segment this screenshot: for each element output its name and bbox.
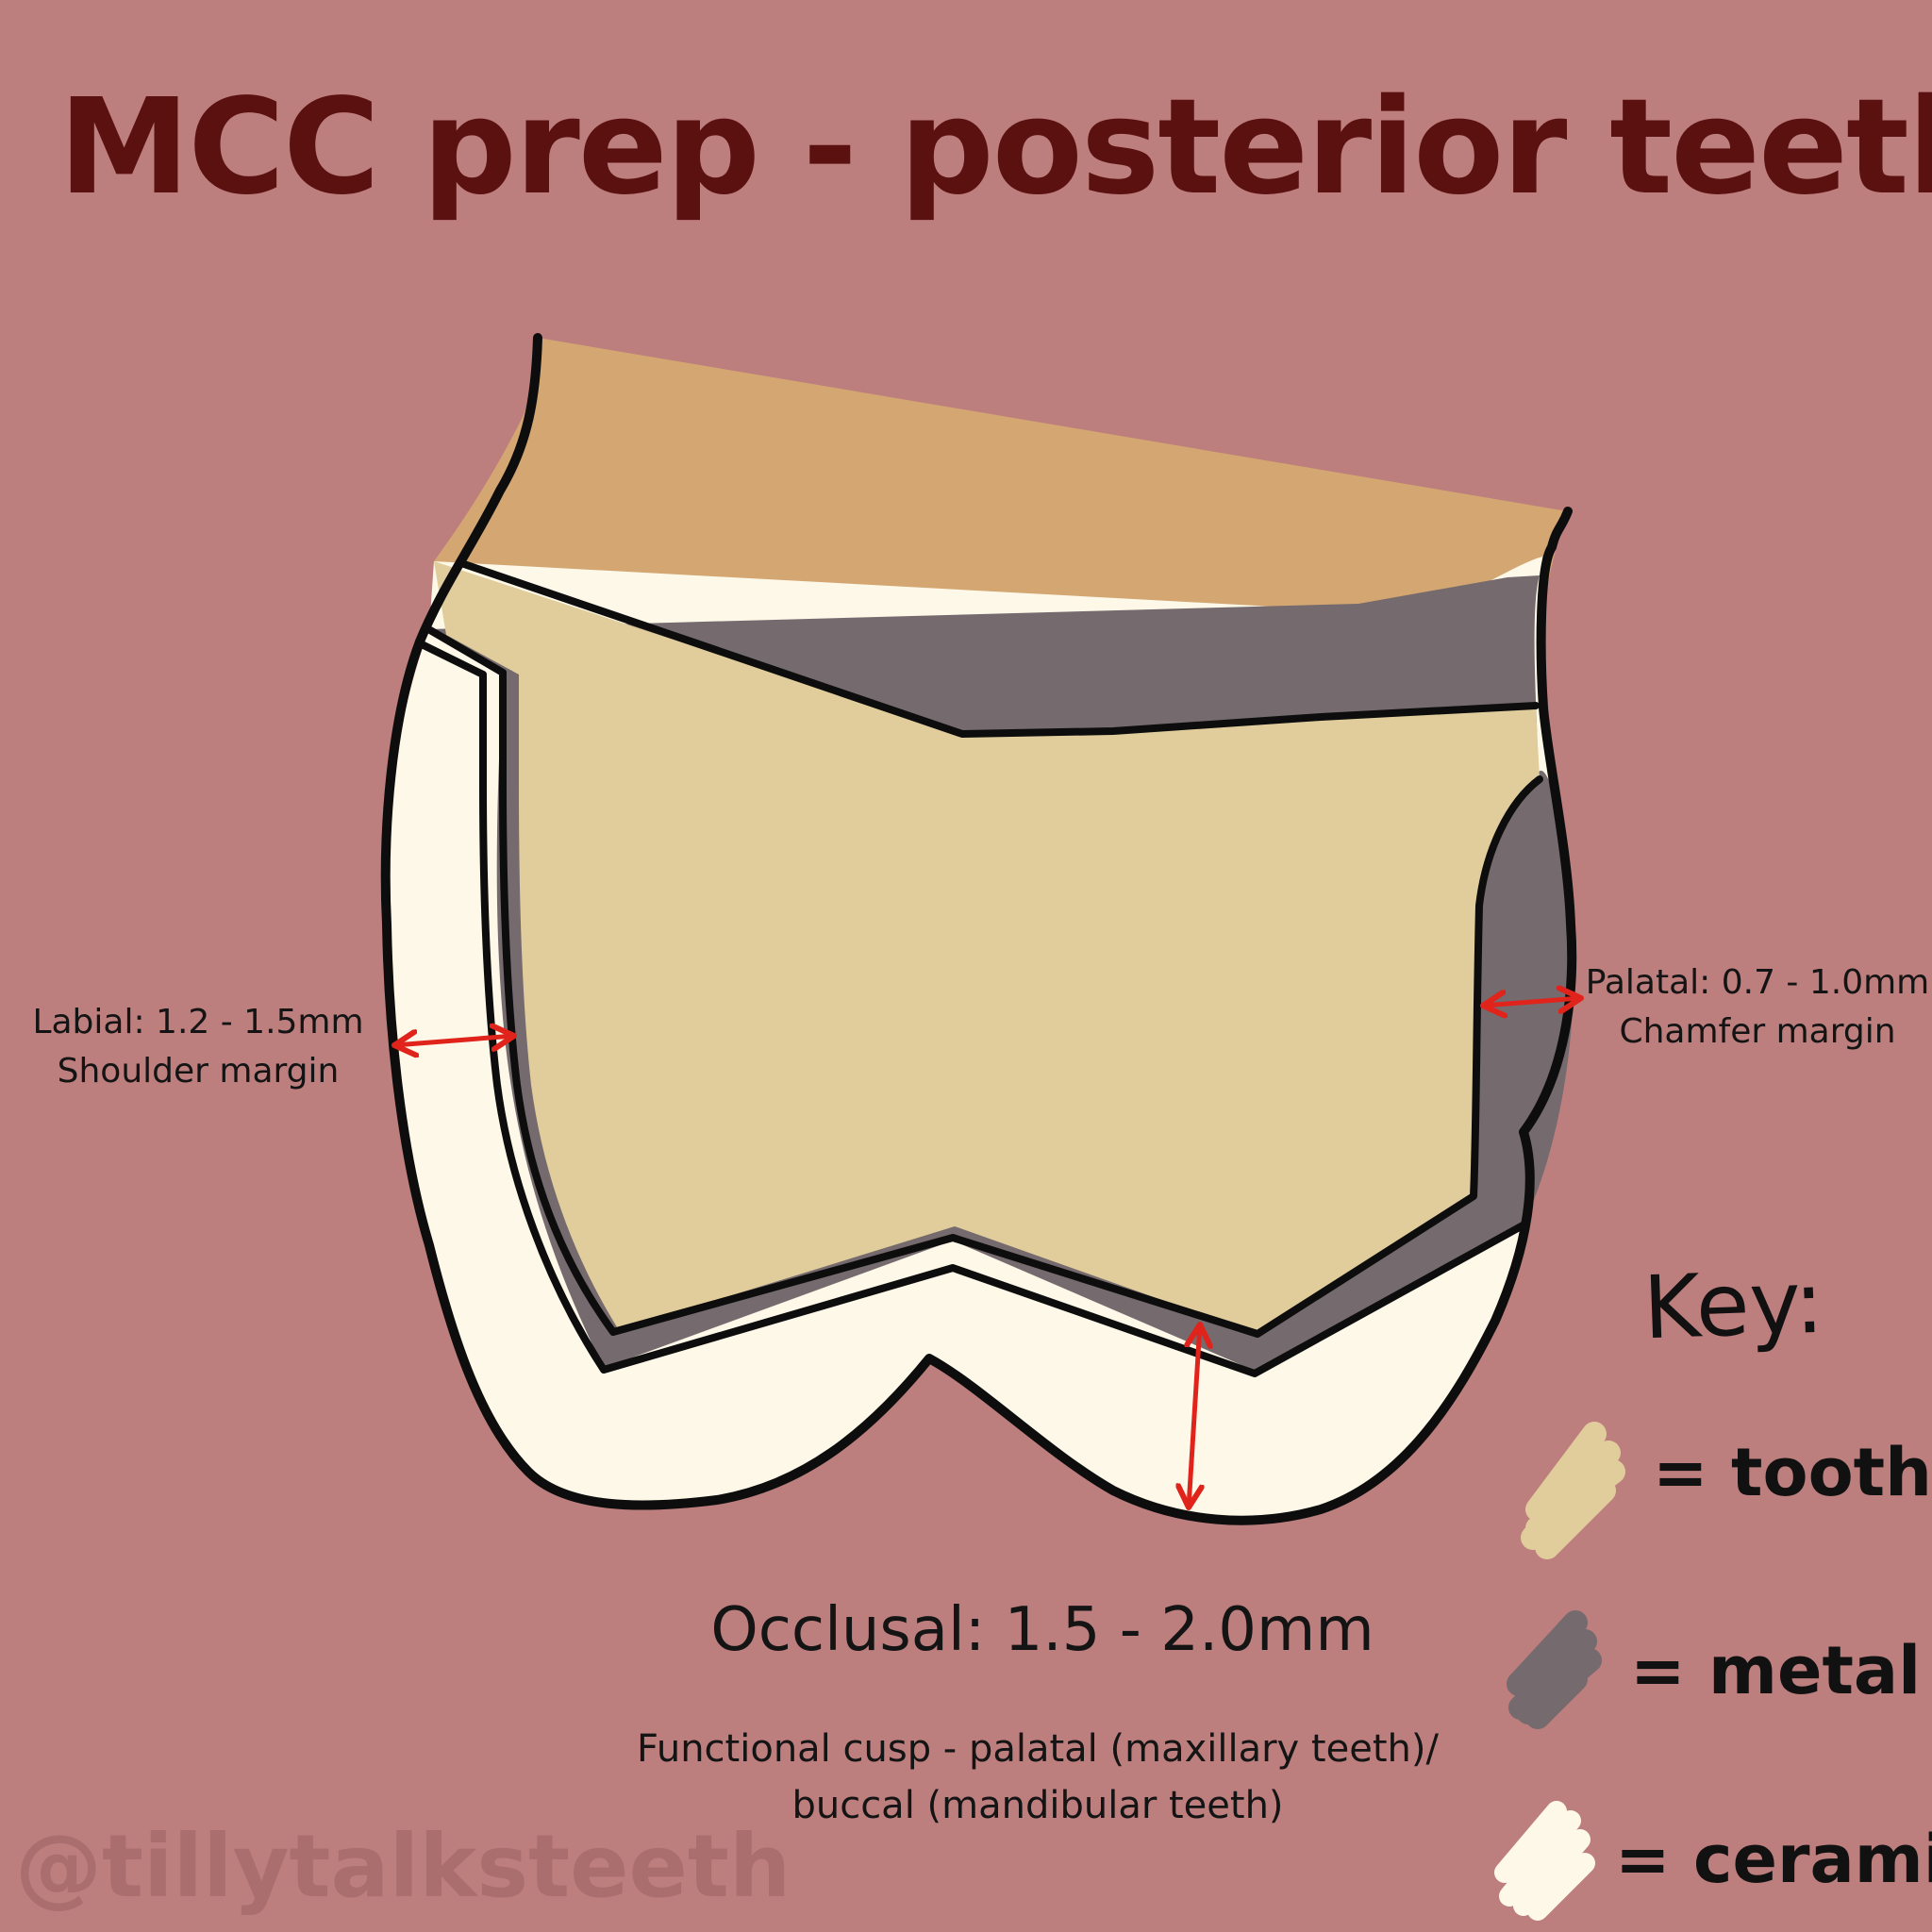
crown-outline [380,333,1577,1525]
watermark: @tillytalksteeth [15,1816,791,1917]
key-title: Key: [1641,1251,1825,1359]
key-swatches [1494,1422,1625,1921]
key-item-ceramic: = ceramic [1615,1821,1932,1898]
palatal-arrow [1483,998,1581,1006]
labial-margin: Shoulder margin [57,1052,340,1091]
key-item-tooth: = tooth [1653,1434,1932,1511]
tooth-swatch [1521,1422,1625,1559]
labial-label: Labial: 1.2 - 1.5mm Shoulder margin [19,998,377,1096]
prep-outline [426,626,1543,1338]
cej-line [460,560,1540,738]
ceramic-swatch [1494,1801,1595,1921]
metal-swatch [1507,1610,1602,1729]
functional-cusp-note: Functional cusp - palatal (maxillary tee… [637,1727,1439,1827]
occlusal-label: Occlusal: 1.5 - 2.0mm [710,1595,1374,1665]
palatal-label: Palatal: 0.7 - 1.0mm Chamfer margin [1583,958,1932,1057]
palatal-measurement: Palatal: 0.7 - 1.0mm [1585,963,1930,1002]
tooth-core [434,561,1540,1334]
labial-arrow [394,1036,514,1045]
labial-measurement: Labial: 1.2 - 1.5mm [32,1003,364,1041]
key-item-metal: = metal [1630,1632,1922,1709]
page-title: MCC prep - posterior teeth [58,71,1932,225]
metal-outline [416,640,1528,1377]
occlusal-arrow [1189,1324,1200,1507]
palatal-margin: Chamfer margin [1619,1012,1896,1051]
